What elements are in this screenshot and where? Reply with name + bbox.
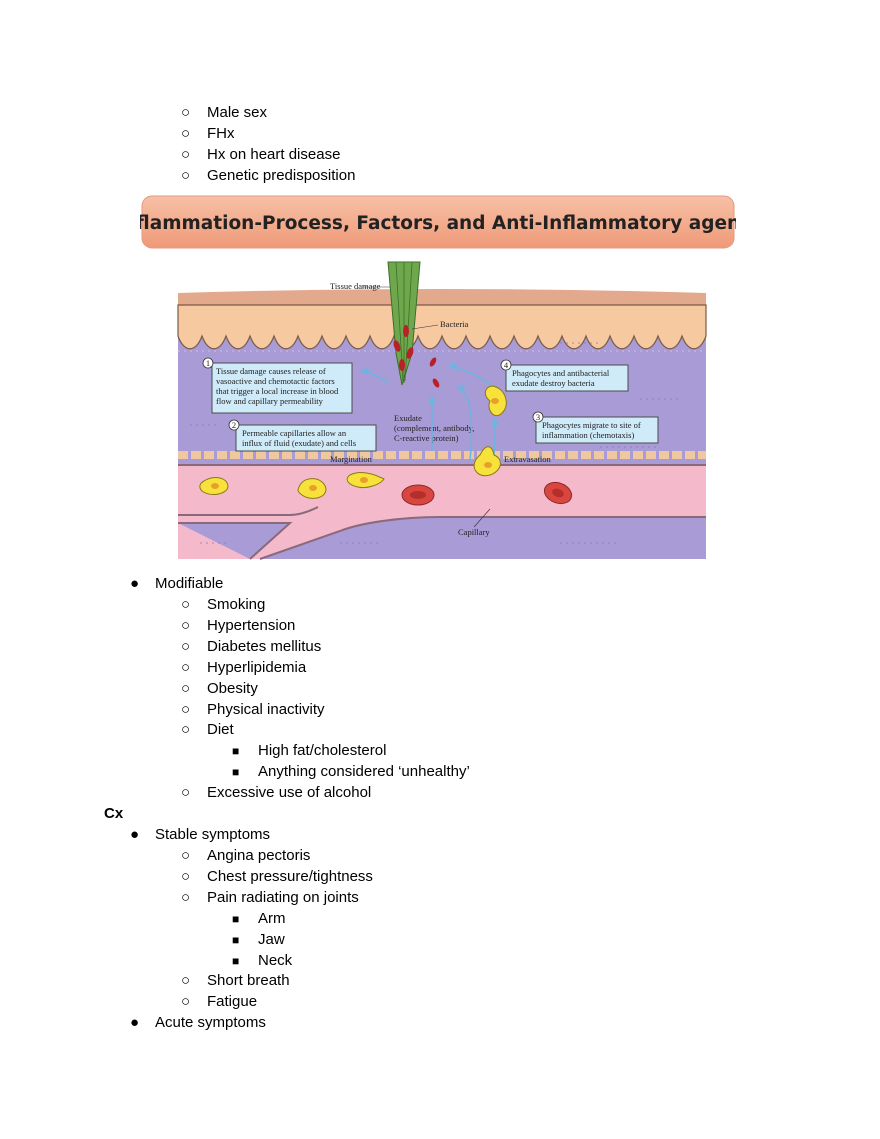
- list-item: Short breath: [207, 972, 290, 989]
- list-item: Diet: [207, 721, 234, 738]
- bullet-circle-icon: ○: [181, 784, 191, 801]
- list-item: Angina pectoris: [207, 847, 311, 864]
- label-capillary: Capillary: [458, 527, 490, 537]
- list-item: Smoking: [207, 596, 266, 613]
- list-item: High fat/cholesterol: [258, 742, 387, 759]
- list-item: Hyperlipidemia: [207, 659, 307, 676]
- step-number: 1: [206, 358, 210, 368]
- bullet-square-icon: ■: [232, 933, 240, 947]
- label-tissue-damage: Tissue damage: [330, 281, 381, 291]
- bullet-circle-icon: ○: [181, 972, 191, 989]
- epithelium: [177, 304, 707, 350]
- step-3-text: inflammation (chemotaxis): [542, 430, 634, 440]
- bullet-circle-icon: ○: [181, 721, 191, 738]
- step-2-text: influx of fluid (exudate) and cells: [242, 438, 356, 448]
- step-2-box: [235, 424, 377, 452]
- bullet-circle-icon: ○: [181, 125, 191, 142]
- label-exudate: (complement, antibody,: [394, 423, 474, 433]
- bullet-square-icon: ■: [232, 954, 240, 968]
- label-bacteria: Bacteria: [440, 319, 469, 329]
- list-item: Arm: [258, 910, 286, 927]
- bullet-square-icon: ■: [232, 744, 240, 758]
- list-item: Anything considered ‘unhealthy’: [258, 763, 470, 780]
- bacteria-cluster: [393, 325, 440, 388]
- list-item: Obesity: [207, 680, 258, 697]
- bullet-circle-icon: ○: [181, 617, 191, 634]
- bullet-circle-icon: ○: [181, 680, 191, 697]
- list-item: Male sex: [207, 104, 268, 121]
- title-banner: [141, 195, 735, 249]
- bullet-circle-icon: ○: [181, 596, 191, 613]
- step-4-text: Phagocytes and antibacterial: [512, 368, 610, 378]
- list-item: Chest pressure/tightness: [207, 868, 373, 885]
- step-1-box: [211, 362, 353, 414]
- list-item: Jaw: [258, 931, 285, 948]
- list-item: Excessive use of alcohol: [207, 784, 372, 801]
- bullet-disc-icon: ●: [130, 826, 140, 843]
- bullet-disc-icon: ●: [130, 1014, 140, 1031]
- list-item: Stable symptoms: [155, 826, 271, 843]
- bullet-circle-icon: ○: [181, 993, 191, 1010]
- bullet-circle-icon: ○: [181, 167, 191, 184]
- bullet-circle-icon: ○: [181, 104, 191, 121]
- step-1-text: vasoactive and chemotactic factors: [216, 376, 335, 386]
- step-4-box: [505, 364, 629, 392]
- bullet-square-icon: ■: [232, 912, 240, 926]
- step-number: 2: [232, 420, 236, 430]
- bullet-circle-icon: ○: [181, 868, 191, 885]
- bullet-square-icon: ■: [232, 765, 240, 779]
- list-item: FHx: [207, 125, 235, 142]
- list-item: Hx on heart disease: [207, 146, 341, 163]
- step-2-text: Permeable capillaries allow an: [242, 428, 347, 438]
- step-4-text: exudate destroy bacteria: [512, 378, 595, 388]
- step-3-text: Phagocytes migrate to site of: [542, 420, 641, 430]
- label-extravasation: Extravasation: [504, 454, 551, 464]
- section-heading-cx: Cx: [104, 805, 124, 822]
- bullet-circle-icon: ○: [181, 146, 191, 163]
- step-number: 3: [536, 412, 540, 422]
- list-item: Pain radiating on joints: [207, 889, 359, 906]
- bullet-circle-icon: ○: [181, 889, 191, 906]
- list-item: Genetic predisposition: [207, 167, 356, 184]
- list-item: Diabetes mellitus: [207, 638, 322, 655]
- step-1-text: flow and capillary permeability: [216, 396, 324, 406]
- label-margination: Margination: [330, 454, 373, 464]
- bullet-circle-icon: ○: [181, 701, 191, 718]
- list-item: Modifiable: [155, 575, 224, 592]
- label-exudate: Exudate: [394, 413, 422, 423]
- bullet-disc-icon: ●: [130, 575, 140, 592]
- step-1-text: that trigger a local increase in blood: [216, 386, 339, 396]
- step-1-text: Tissue damage causes release of: [216, 366, 326, 376]
- list-item: Hypertension: [207, 617, 296, 634]
- bullet-circle-icon: ○: [181, 659, 191, 676]
- list-item: Fatigue: [207, 993, 258, 1010]
- inflammation-diagram: Inflammation-Process, Factors, and Anti-…: [140, 195, 736, 560]
- label-exudate: C-reactive protein): [394, 433, 459, 443]
- list-item: Physical inactivity: [207, 701, 325, 718]
- bullet-circle-icon: ○: [181, 638, 191, 655]
- banner-title: Inflammation-Process, Factors, and Anti-…: [140, 213, 736, 234]
- bullet-circle-icon: ○: [181, 847, 191, 864]
- list-item: Neck: [258, 952, 293, 969]
- step-number: 4: [504, 360, 509, 370]
- step-3-box: [535, 416, 659, 444]
- list-item: Acute symptoms: [155, 1014, 266, 1031]
